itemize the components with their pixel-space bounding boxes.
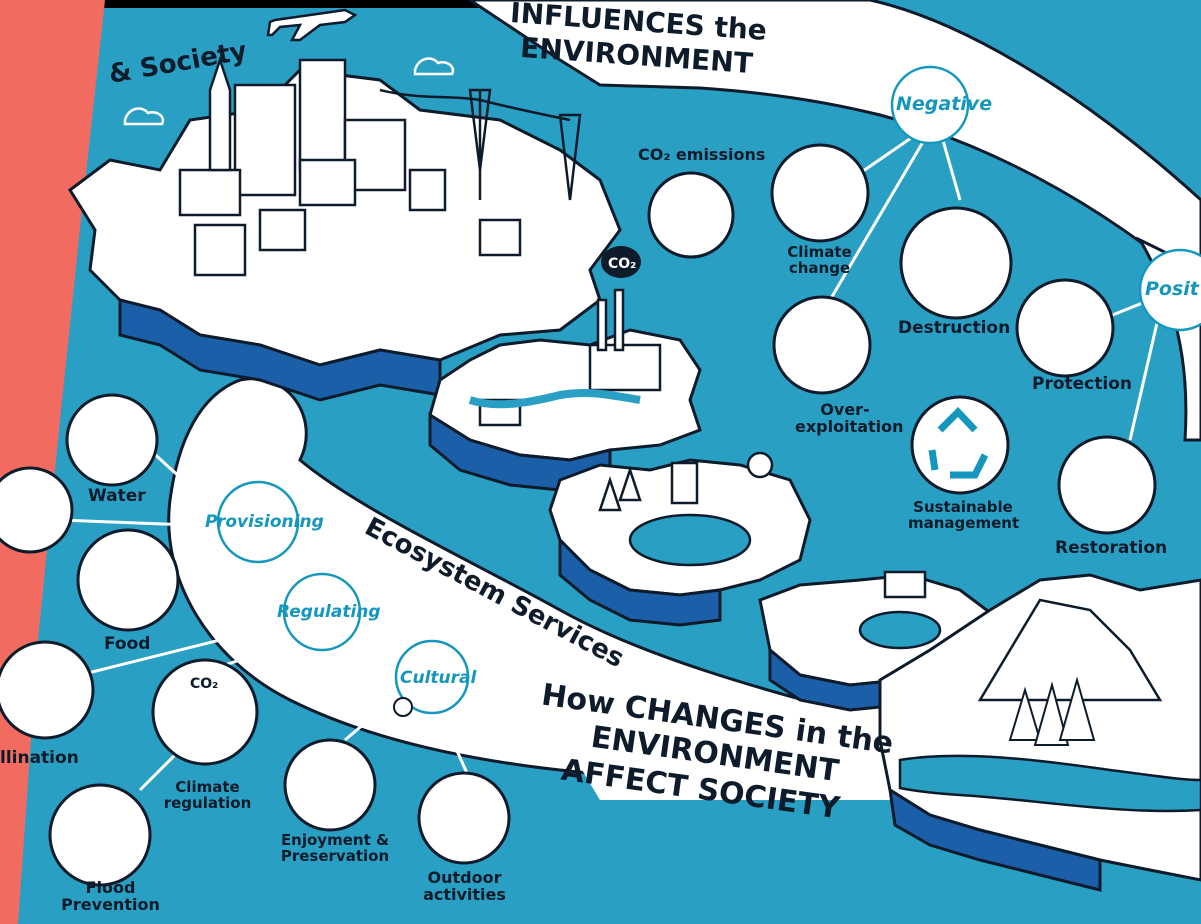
forest	[1008, 676, 1096, 746]
pond	[858, 610, 942, 650]
climate-regulation-circle	[151, 658, 259, 766]
regulating-hub-label: Regulating	[277, 602, 381, 622]
negative-hub-label: Negative	[896, 93, 993, 115]
city-buildings	[178, 56, 522, 277]
protection-circle	[1015, 278, 1115, 378]
nature-gear-base	[888, 787, 1102, 892]
lake-gear-base	[558, 536, 722, 627]
co2-regulation-label: CO₂	[190, 676, 218, 692]
nature-lake	[898, 754, 1201, 813]
climate-change-circle	[770, 143, 870, 243]
cultural-hub	[394, 639, 470, 715]
restored-building	[883, 570, 927, 599]
mountain	[977, 598, 1163, 702]
food-circle	[76, 528, 180, 632]
pollination-label: llination	[0, 748, 79, 768]
destruction-label: Destruction	[898, 318, 1011, 338]
factory	[478, 288, 662, 427]
regulating-hub	[282, 572, 362, 652]
outdoor-activities-label: Outdoor activities	[423, 868, 506, 904]
climate-change-label: Climate change	[787, 243, 852, 277]
flood-prevention-label: Flood Prevention	[61, 878, 160, 914]
power-lines	[379, 88, 582, 201]
sustainable-management-label: Sustainable management	[908, 498, 1020, 532]
negative-hub	[890, 65, 970, 145]
lake	[628, 513, 752, 567]
outdoor-activities-circle	[417, 771, 511, 865]
river	[468, 388, 641, 409]
water-circle	[65, 393, 159, 487]
cloud	[413, 57, 455, 76]
overexploitation-circle	[772, 295, 872, 395]
food-label: Food	[104, 634, 151, 654]
bubble	[393, 697, 413, 717]
pipe-building	[670, 461, 699, 505]
bottom-band-tail	[540, 700, 900, 800]
co2-cloud-label: CO₂	[608, 256, 636, 272]
recycle-icon	[928, 406, 989, 479]
positive-hub	[1138, 248, 1201, 332]
flood-prevention-circle	[48, 783, 152, 887]
cloud	[123, 107, 165, 126]
climate-regulation-label: Climate regulation	[163, 778, 252, 812]
overexploitation-label: Over-exploitation	[795, 400, 904, 436]
provisioning-hub	[216, 480, 300, 564]
trees	[598, 451, 774, 512]
co2-emissions-circle	[647, 171, 735, 259]
co2-emissions-label: CO₂ emissions	[638, 145, 766, 164]
positive-hub-label: Posit	[1145, 278, 1199, 300]
top-bar	[0, 0, 870, 8]
airplane	[266, 8, 358, 42]
restoration-circle	[1057, 435, 1157, 535]
provisioning-hub-label: Provisioning	[205, 512, 324, 532]
destruction-circle	[899, 206, 1013, 320]
cultural-hub-label: Cultural	[400, 668, 477, 688]
restoration-label: Restoration	[1055, 538, 1168, 558]
partial-circle	[0, 466, 74, 554]
enjoyment-preservation-label: Enjoyment & Preservation	[280, 831, 390, 865]
co2-cloud	[601, 246, 641, 278]
top-arrow-band	[467, 0, 1201, 292]
enjoyment-circle	[283, 738, 377, 832]
pollination-circle	[0, 640, 95, 740]
water-label: Water	[88, 486, 146, 506]
protection-label: Protection	[1032, 374, 1132, 394]
